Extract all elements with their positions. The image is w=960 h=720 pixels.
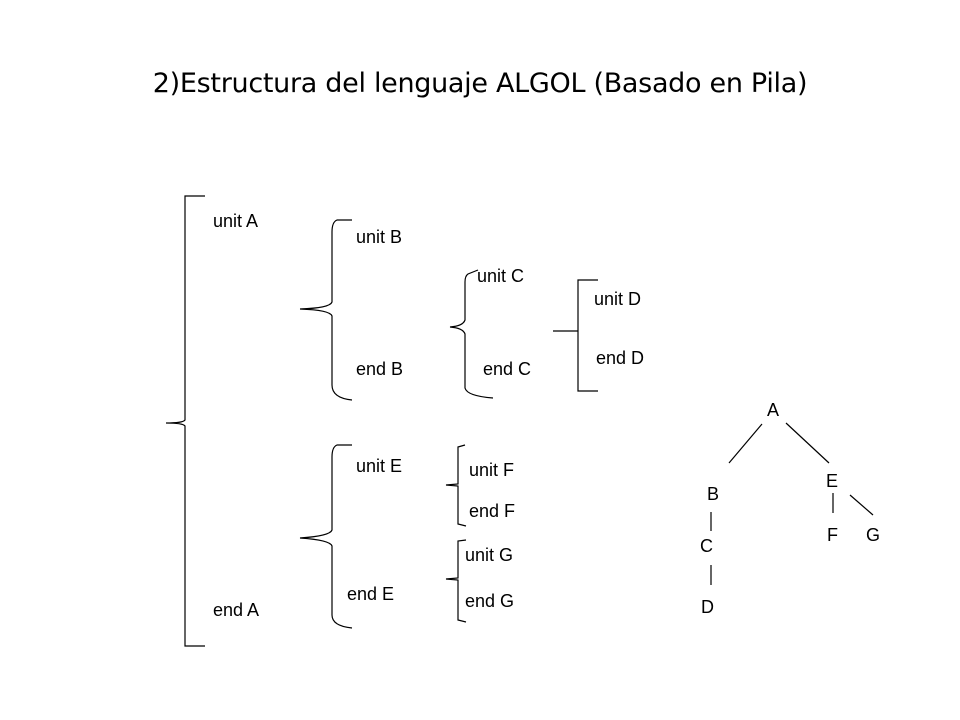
label-unit-d: unit D bbox=[594, 289, 642, 309]
bracket-d bbox=[553, 279, 598, 392]
tree-node-e: E bbox=[826, 471, 839, 491]
tree-node-g: G bbox=[866, 525, 881, 545]
bracket-f bbox=[445, 444, 467, 527]
label-unit-e: unit E bbox=[356, 456, 403, 476]
bracket-a bbox=[165, 195, 205, 647]
label-end-a: end A bbox=[213, 600, 260, 620]
slide-title: 2)Estructura del lenguaje ALGOL (Basado … bbox=[152, 68, 808, 99]
label-unit-c: unit C bbox=[477, 266, 525, 286]
label-end-b: end B bbox=[356, 359, 404, 379]
label-unit-g: unit G bbox=[465, 545, 514, 565]
label-end-g: end G bbox=[465, 591, 515, 611]
tree-node-b: B bbox=[707, 484, 720, 504]
edge-a-b bbox=[728, 423, 763, 464]
label-unit-f: unit F bbox=[469, 460, 515, 480]
bracket-g bbox=[445, 539, 467, 623]
tree-node-a: A bbox=[767, 400, 780, 420]
label-end-c: end C bbox=[483, 359, 532, 379]
tree-node-c: C bbox=[700, 536, 713, 556]
edge-e-g bbox=[849, 494, 874, 516]
bracket-c bbox=[449, 269, 494, 399]
label-end-e: end E bbox=[347, 584, 395, 604]
label-unit-b: unit B bbox=[356, 227, 403, 247]
edge-a-e bbox=[785, 422, 830, 464]
tree-node-f: F bbox=[827, 525, 838, 545]
tree-node-d: D bbox=[701, 597, 714, 617]
label-end-d: end D bbox=[596, 348, 645, 368]
bracket-b bbox=[299, 219, 353, 401]
label-end-f: end F bbox=[469, 501, 516, 521]
bracket-e bbox=[299, 444, 353, 629]
label-unit-a: unit A bbox=[213, 211, 259, 231]
